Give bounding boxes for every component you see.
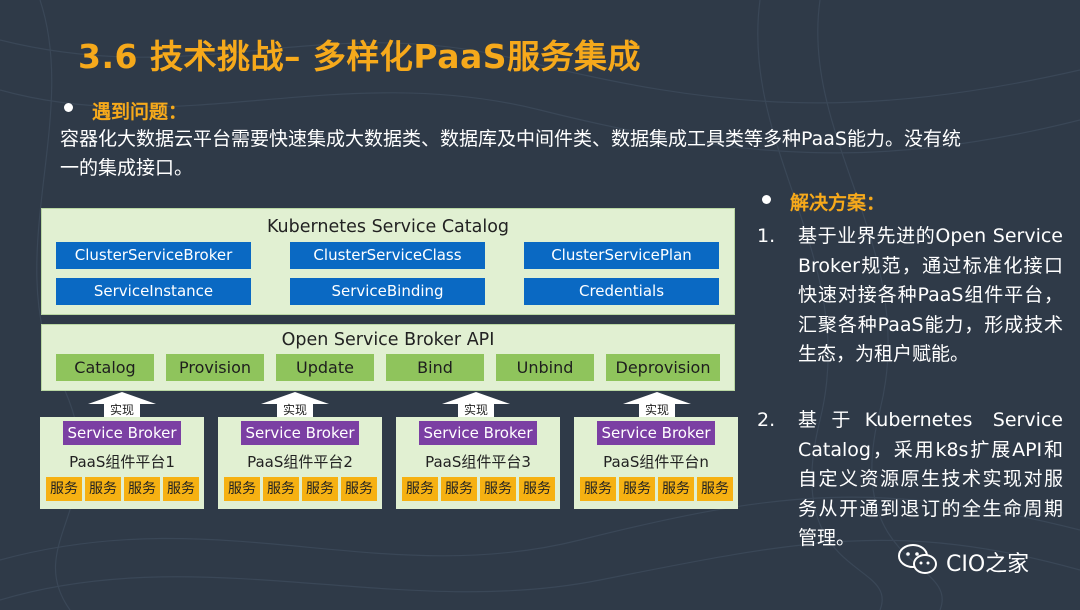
solution-item-1-text: 基于业界先进的Open Service Broker规范，通过标准化接口快速对接… [798, 225, 1063, 365]
service-broker-label: Service Broker [597, 421, 715, 445]
service-broker-label: Service Broker [241, 421, 359, 445]
api-item-update: Update [276, 354, 374, 381]
solution-item-1-number: 1. [757, 225, 776, 247]
service-chip: 服务 [441, 477, 477, 501]
service-chip: 服务 [519, 477, 555, 501]
service-chip: 服务 [658, 477, 694, 501]
arrow-label-3: 实现 [463, 403, 488, 417]
api-item-provision: Provision [166, 354, 264, 381]
api-item-unbind: Unbind [496, 354, 594, 381]
problem-heading: 遇到问题： [92, 101, 188, 123]
api-item-catalog: Catalog [56, 354, 154, 381]
service-chip: 服务 [85, 477, 121, 501]
solution-heading: 解决方案： [790, 192, 886, 214]
problem-line-1: 容器化大数据云平台需要快速集成大数据类、数据库及中间件类、数据集成工具类等多种P… [60, 128, 961, 150]
problem-body: 容器化大数据云平台需要快速集成大数据类、数据库及中间件类、数据集成工具类等多种P… [60, 125, 1050, 183]
service-broker-label: Service Broker [63, 421, 181, 445]
wechat-icon [898, 544, 937, 574]
broker-box-3: Service Broker PaaS组件平台3 服务 服务 服务 服务 [396, 417, 560, 509]
broker-api-title: Open Service Broker API [281, 330, 495, 350]
platform-name: PaaS组件平台n [603, 453, 709, 471]
service-chip: 服务 [697, 477, 733, 501]
broker-box-1: Service Broker PaaS组件平台1 服务 服务 服务 服务 [40, 417, 204, 509]
bullet-dot [64, 103, 73, 112]
catalog-item-service-instance: ServiceInstance [56, 278, 251, 305]
service-chip: 服务 [46, 477, 82, 501]
service-chip: 服务 [619, 477, 655, 501]
service-chip: 服务 [163, 477, 199, 501]
catalog-item-credentials: Credentials [524, 278, 719, 305]
service-catalog-title: Kubernetes Service Catalog [266, 217, 510, 237]
catalog-item-cluster-service-broker: ClusterServiceBroker [56, 242, 251, 269]
platform-name: PaaS组件平台3 [425, 453, 531, 471]
service-broker-label: Service Broker [419, 421, 537, 445]
service-chip: 服务 [124, 477, 160, 501]
platform-name: PaaS组件平台2 [247, 453, 353, 471]
problem-line-2: 一的集成接口。 [60, 157, 194, 179]
service-chip: 服务 [402, 477, 438, 501]
api-item-deprovision: Deprovision [606, 354, 720, 381]
solution-item-2-number: 2. [757, 409, 776, 431]
arrow-label-1: 实现 [109, 403, 134, 417]
service-chip: 服务 [480, 477, 516, 501]
catalog-item-service-binding: ServiceBinding [290, 278, 485, 305]
bullet-dot [762, 195, 771, 204]
service-chip: 服务 [263, 477, 299, 501]
api-item-bind: Bind [386, 354, 484, 381]
watermark-text: CIO之家 [946, 552, 1030, 577]
platform-name: PaaS组件平台1 [69, 453, 175, 471]
service-chip: 服务 [580, 477, 616, 501]
broker-box-4: Service Broker PaaS组件平台n 服务 服务 服务 服务 [574, 417, 738, 509]
broker-api-panel: Open Service Broker API Catalog Provisio… [41, 324, 735, 391]
service-chip: 服务 [341, 477, 377, 501]
service-chip: 服务 [224, 477, 260, 501]
catalog-item-cluster-service-plan: ClusterServicePlan [524, 242, 719, 269]
slide-title: 3.6 技术挑战– 多样化PaaS服务集成 [78, 37, 642, 76]
broker-box-2: Service Broker PaaS组件平台2 服务 服务 服务 服务 [218, 417, 382, 509]
arrow-label-4: 实现 [644, 403, 669, 417]
service-chip: 服务 [302, 477, 338, 501]
service-catalog-panel: Kubernetes Service Catalog ClusterServic… [41, 208, 735, 315]
solution-item-2-text: 基于Kubernetes Service Catalog，采用k8s扩展API和… [798, 409, 1063, 549]
arrow-label-2: 实现 [282, 403, 307, 417]
catalog-item-cluster-service-class: ClusterServiceClass [290, 242, 485, 269]
